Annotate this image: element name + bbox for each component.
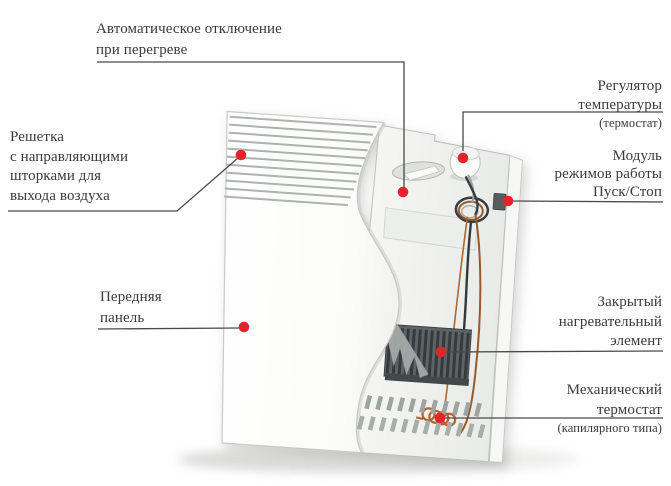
label-temp-regulator-sub: (термостат) (599, 116, 662, 130)
label-mode-module: Модуль режимов работы Пуск/Стоп (554, 148, 662, 200)
label-mech-thermostat: Механический термостат (капилярного типа… (472, 360, 662, 456)
leader-front-panel (97, 327, 240, 330)
marker-mech-thermostat (434, 412, 446, 424)
label-auto-shutoff: Автоматическое отключение при перегреве (96, 21, 282, 58)
bottom-vent (353, 394, 486, 439)
label-mech-thermostat-text: Механический термостат (566, 382, 662, 418)
label-temp-regulator: Регулятор температуры (термостат) (492, 58, 662, 150)
leader-mode-module (511, 200, 664, 203)
label-temp-regulator-text: Регулятор температуры (578, 78, 662, 113)
marker-dots (235, 149, 514, 424)
label-mech-thermostat-sub: (капилярного типа) (557, 421, 662, 435)
leader-heating-element (444, 350, 664, 353)
marker-auto-shutoff (397, 186, 409, 198)
label-heating-element: Закрытый нагревательный элемент (558, 294, 662, 349)
front-panel-shape (221, 110, 400, 454)
marker-temp-regulator (457, 152, 469, 164)
thermostat-knob (449, 145, 481, 182)
inner-recess (383, 207, 478, 251)
marker-air-grille (235, 149, 247, 161)
label-front-panel: Передняя панель (100, 289, 162, 326)
element-bracket (387, 324, 429, 378)
shutoff-lever (403, 165, 441, 181)
label-air-grille: Решетка с направляющими шторками для вых… (10, 129, 129, 204)
marker-mode-module (502, 195, 514, 207)
marker-front-panel (238, 321, 250, 333)
air-grille-slats (224, 115, 377, 207)
leader-air-grille (8, 157, 239, 212)
housing-right-wall (488, 154, 523, 464)
leader-lines (8, 61, 664, 419)
heating-element (383, 323, 473, 387)
leader-auto-shutoff (97, 61, 405, 190)
marker-heating-element (435, 346, 447, 358)
leader-temp-regulator (462, 111, 663, 151)
